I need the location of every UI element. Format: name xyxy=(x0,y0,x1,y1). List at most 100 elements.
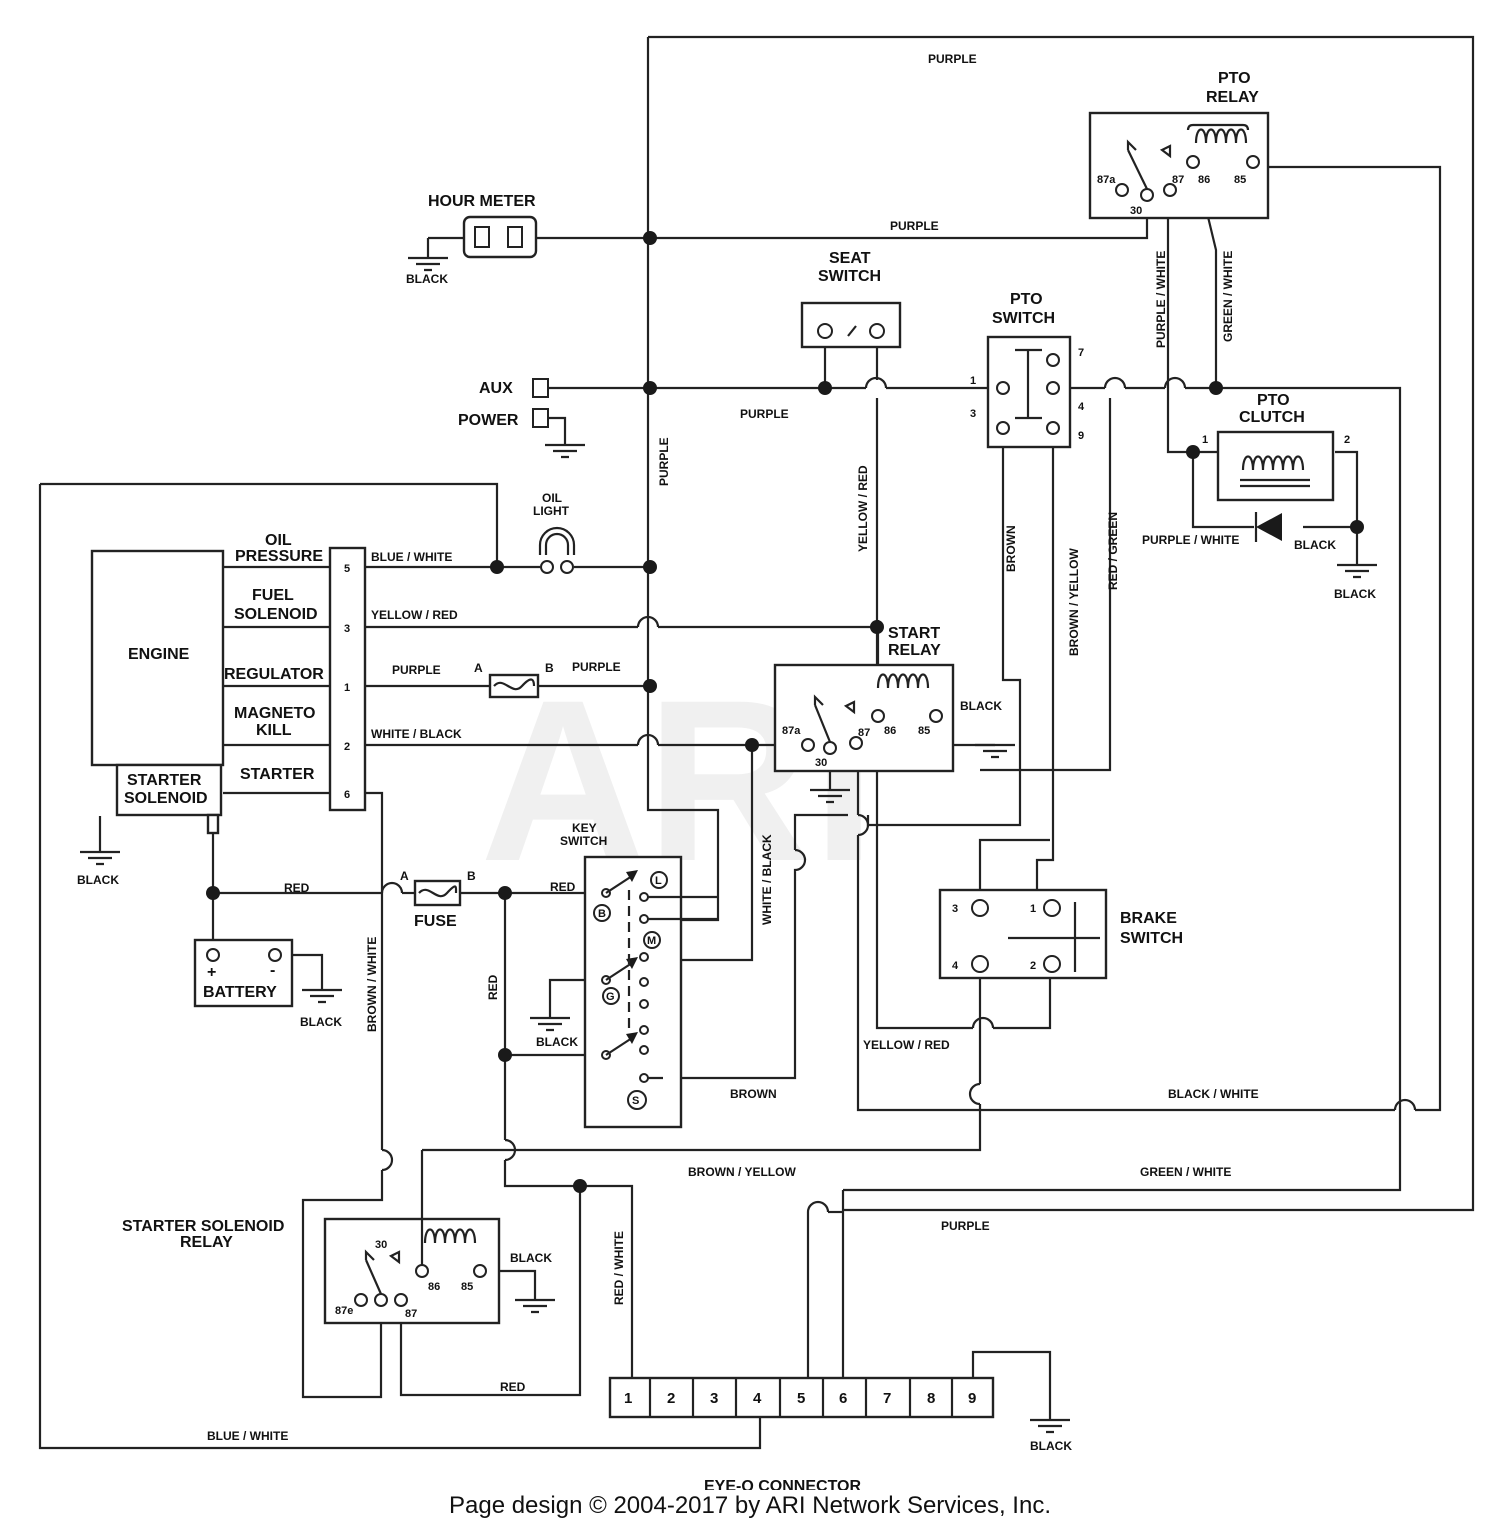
svg-text:RED: RED xyxy=(284,881,310,895)
aux-power-outlet: AUX POWER xyxy=(458,378,549,429)
svg-text:BLACK: BLACK xyxy=(510,1251,552,1265)
svg-text:BLACK: BLACK xyxy=(1030,1439,1072,1453)
svg-text:BLACK: BLACK xyxy=(1294,538,1336,552)
svg-text:YELLOW / RED: YELLOW / RED xyxy=(856,465,870,552)
svg-text:PURPLE: PURPLE xyxy=(890,219,939,233)
hour-meter-label: HOUR METER xyxy=(428,193,536,210)
svg-text:9: 9 xyxy=(968,1390,976,1407)
svg-text:1: 1 xyxy=(344,682,350,694)
svg-text:87: 87 xyxy=(405,1308,417,1320)
svg-text:86: 86 xyxy=(884,725,896,737)
svg-text:BATTERY: BATTERY xyxy=(203,984,277,1001)
svg-text:4: 4 xyxy=(1078,401,1085,413)
pto-switch: 1 3 7 4 9 PTO SWITCH xyxy=(970,291,1085,449)
grounds xyxy=(80,238,1377,1434)
seat-switch: SEAT SWITCH xyxy=(800,250,902,349)
svg-text:G: G xyxy=(606,991,615,1003)
power-label: POWER xyxy=(458,412,519,429)
svg-text:BROWN / YELLOW: BROWN / YELLOW xyxy=(1067,548,1081,656)
svg-text:85: 85 xyxy=(1234,174,1246,186)
svg-text:BLUE / WHITE: BLUE / WHITE xyxy=(207,1429,288,1443)
svg-text:PURPLE: PURPLE xyxy=(657,437,671,486)
svg-text:BROWN / YELLOW: BROWN / YELLOW xyxy=(688,1165,796,1179)
svg-text:PURPLE: PURPLE xyxy=(941,1219,990,1233)
svg-text:RED: RED xyxy=(550,880,576,894)
svg-text:87e: 87e xyxy=(335,1305,353,1317)
junction-dots xyxy=(206,231,1364,1193)
brake-switch: 3 1 4 2 BRAKE SWITCH xyxy=(938,888,1183,980)
svg-text:30: 30 xyxy=(815,757,827,769)
svg-text:FUSE: FUSE xyxy=(414,913,457,930)
svg-text:3: 3 xyxy=(970,408,976,420)
svg-text:1: 1 xyxy=(970,375,976,387)
svg-text:B: B xyxy=(467,869,476,883)
svg-text:1: 1 xyxy=(624,1390,632,1407)
svg-text:B: B xyxy=(545,661,554,675)
svg-text:START: START xyxy=(888,625,940,642)
wire-labels: PURPLE PURPLE PURPLE PURPLE BLUE / WHITE… xyxy=(207,52,1376,1443)
svg-text:+: + xyxy=(207,964,216,981)
svg-text:L: L xyxy=(655,875,662,887)
hour-meter: HOUR METER BLACK xyxy=(406,193,538,286)
svg-text:RED / GREEN: RED / GREEN xyxy=(1106,512,1120,590)
svg-text:9: 9 xyxy=(1078,430,1084,442)
svg-text:RED / WHITE: RED / WHITE xyxy=(612,1231,626,1305)
aux-label: AUX xyxy=(479,380,513,397)
engine-connector: 5 3 1 2 6 xyxy=(328,546,367,812)
svg-text:OIL: OIL xyxy=(542,491,562,505)
engine: ENGINE OIL PRESSURE FUEL SOLENOID REGULA… xyxy=(77,532,330,887)
svg-text:7: 7 xyxy=(883,1390,891,1407)
svg-text:WHITE / BLACK: WHITE / BLACK xyxy=(760,834,774,925)
svg-text:BLUE / WHITE: BLUE / WHITE xyxy=(371,550,452,564)
svg-text:B: B xyxy=(598,908,606,920)
svg-text:2: 2 xyxy=(667,1390,675,1407)
svg-text:86: 86 xyxy=(1198,174,1210,186)
svg-text:PURPLE / WHITE: PURPLE / WHITE xyxy=(1154,251,1168,348)
svg-text:PURPLE: PURPLE xyxy=(572,660,621,674)
svg-text:1: 1 xyxy=(1030,903,1036,915)
engine-label: ENGINE xyxy=(128,646,190,663)
svg-text:STARTER: STARTER xyxy=(240,766,315,783)
svg-text:SOLENOID: SOLENOID xyxy=(124,790,208,807)
pto-switch-label-2: SWITCH xyxy=(992,310,1055,327)
svg-text:1: 1 xyxy=(1202,434,1208,446)
eye-q-connector-label: EYE-Q CONNECTOR xyxy=(704,1478,862,1490)
page-footer: Page design © 2004-2017 by ARI Network S… xyxy=(448,1492,1051,1519)
svg-text:4: 4 xyxy=(753,1390,762,1407)
svg-text:YELLOW / RED: YELLOW / RED xyxy=(371,608,458,622)
svg-text:8: 8 xyxy=(927,1390,935,1407)
svg-text:-: - xyxy=(270,962,275,979)
svg-text:30: 30 xyxy=(375,1239,387,1251)
svg-text:KILL: KILL xyxy=(256,722,292,739)
main-fuse: A B FUSE xyxy=(400,869,476,930)
svg-text:BLACK / WHITE: BLACK / WHITE xyxy=(1168,1087,1259,1101)
wires xyxy=(38,35,1475,1450)
svg-text:BROWN: BROWN xyxy=(1004,525,1018,572)
svg-text:FUEL: FUEL xyxy=(252,587,294,604)
svg-text:85: 85 xyxy=(918,725,930,737)
svg-text:PURPLE / WHITE: PURPLE / WHITE xyxy=(1142,533,1239,547)
pto-relay-label-2: RELAY xyxy=(1206,89,1259,106)
seat-switch-label-1: SEAT xyxy=(829,250,871,267)
svg-text:BLACK: BLACK xyxy=(536,1035,578,1049)
svg-text:3: 3 xyxy=(952,903,958,915)
svg-text:4: 4 xyxy=(952,960,959,972)
hour-meter-ground-label: BLACK xyxy=(406,272,448,286)
wiring-diagram: ARI xyxy=(38,35,1475,1490)
seat-switch-label-2: SWITCH xyxy=(818,268,881,285)
svg-text:87: 87 xyxy=(1172,174,1184,186)
svg-text:STARTER: STARTER xyxy=(127,772,202,789)
svg-text:86: 86 xyxy=(428,1281,440,1293)
svg-text:3: 3 xyxy=(344,623,350,635)
svg-text:YELLOW / RED: YELLOW / RED xyxy=(863,1038,950,1052)
svg-text:KEY: KEY xyxy=(572,821,597,835)
svg-text:30: 30 xyxy=(1130,205,1142,217)
svg-text:3: 3 xyxy=(710,1390,718,1407)
svg-text:2: 2 xyxy=(344,741,350,753)
svg-text:STARTER SOLENOID: STARTER SOLENOID xyxy=(122,1218,284,1235)
pto-clutch-label-1: PTO xyxy=(1257,392,1290,409)
regulator-fuse: A B xyxy=(474,661,554,699)
svg-text:2: 2 xyxy=(1030,960,1036,972)
svg-text:PURPLE: PURPLE xyxy=(928,52,977,66)
svg-text:7: 7 xyxy=(1078,347,1084,359)
